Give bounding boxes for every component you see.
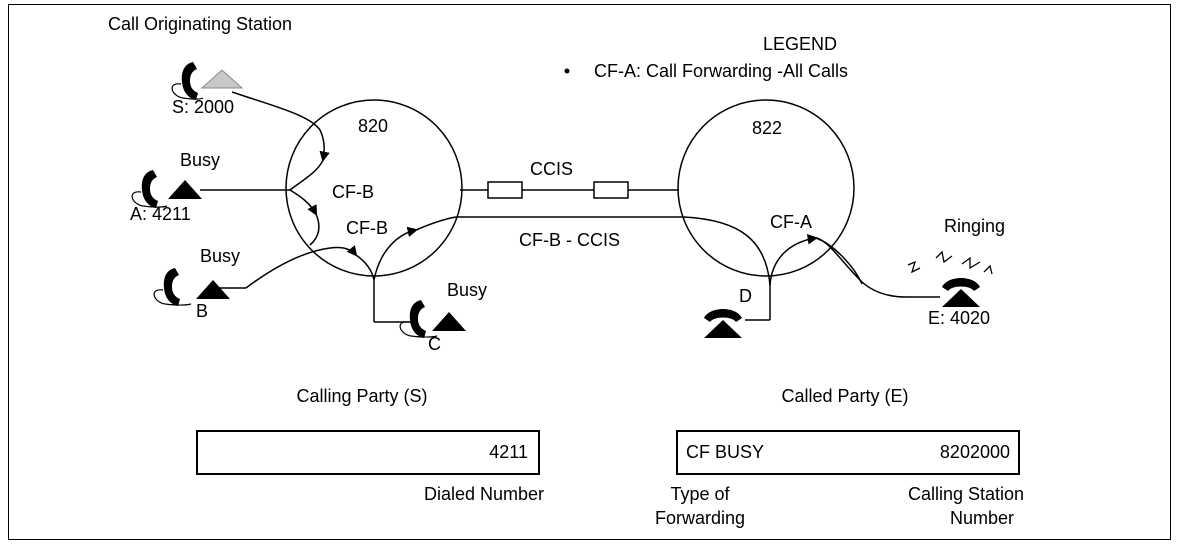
exchange-820-circle [285,99,463,277]
legend-title: LEGEND [762,34,838,54]
station-b-label: B [196,301,209,321]
diagram-frame [8,4,1171,540]
triangle-icon [432,312,466,331]
ccis-label: CCIS [530,159,574,179]
station-c-label: C [428,334,441,354]
dialed-number-value: 4211 [489,442,528,462]
triangle-icon [200,69,244,89]
calling-station-caption-line2: Number [949,508,1015,528]
forwarding-type-caption-line1: Type of [670,484,730,504]
forwarding-type-caption-line2: Forwarding [654,508,746,528]
station-d-label: D [739,286,752,306]
ccis-trunk [460,181,679,199]
station-e-label: E: 4020 [928,308,991,328]
originating-station-title: Call Originating Station [107,14,293,34]
legend-entry: CF-A: Call Forwarding -All Calls [594,61,849,81]
node-820-label: 820 [358,116,389,136]
dialed-number-caption: Dialed Number [424,484,545,504]
cfa-label: CF-A [770,212,812,232]
triangle-icon [196,280,230,299]
triangle-icon [168,180,202,199]
station-a-path [200,189,320,246]
cfa-path [815,237,940,298]
calling-party-display: 4211 [196,430,540,475]
station-d-branch [745,285,771,321]
station-a-status: Busy [180,150,221,170]
exchange-822-circle [677,99,855,277]
legend-bullet-dot [564,68,570,74]
ringing-bell-icon [907,250,993,275]
called-party-display: CF BUSY 8202000 [676,430,1020,475]
telephone-icon [942,278,980,307]
cfb-ccis-label: CF-B - CCIS [519,230,620,250]
telephone-icon [153,268,192,306]
originating-path [231,91,330,191]
telephone-icon [399,300,438,338]
telephone-icon [171,62,204,100]
cfb-label-upper: CF-B [332,182,374,202]
called-party-heading: Called Party (E) [781,386,909,406]
station-e-status: Ringing [944,216,1006,236]
station-a-label: A: 4211 [130,204,191,224]
cfb-label-lower: CF-B [346,218,388,238]
calling-station-number-value: 8202000 [939,442,1010,462]
calling-station-caption-line1: Calling Station [907,484,1025,504]
station-b-status: Busy [200,246,241,266]
forwarding-type-value: CF BUSY [686,442,765,462]
station-s-label: S: 2000 [172,97,235,117]
calling-party-heading: Calling Party (S) [296,386,428,406]
telephone-icon [704,309,742,338]
node-822-label: 822 [752,118,783,138]
telephone-icon [131,170,168,208]
station-c-status: Busy [447,280,488,300]
